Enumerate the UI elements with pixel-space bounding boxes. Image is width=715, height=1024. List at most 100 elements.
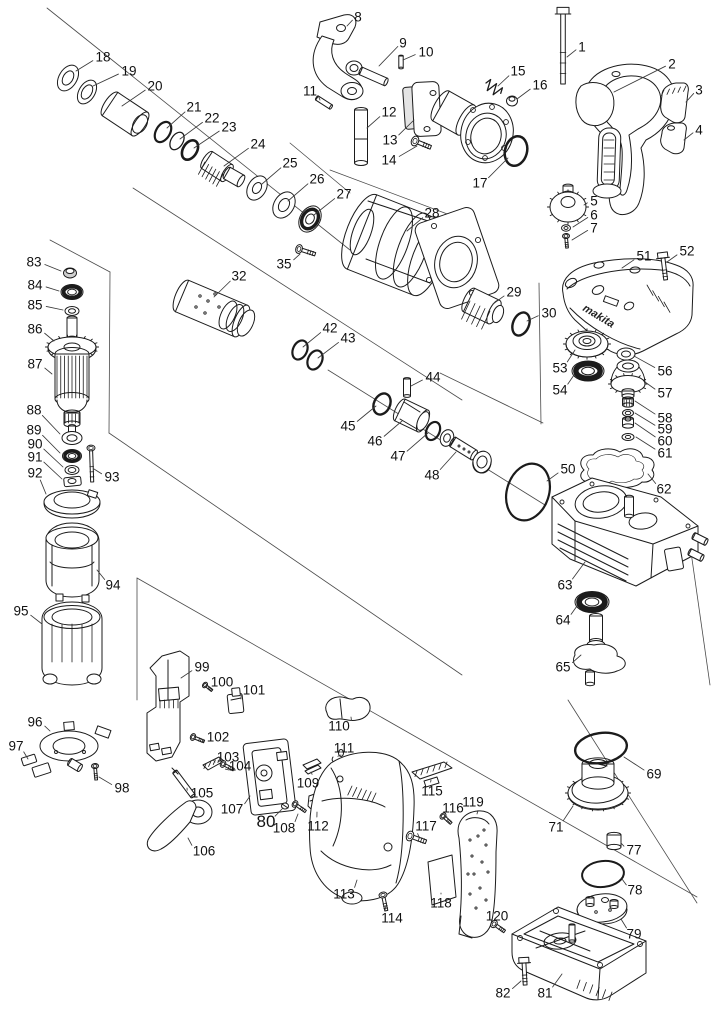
part-7-screw-head — [562, 232, 570, 240]
part-13-hole-b — [423, 126, 431, 132]
part-86-fan-tooth — [51, 352, 55, 356]
leader-line-81 — [552, 973, 563, 988]
part-63-rib-c — [557, 539, 629, 576]
leader-line-87 — [44, 367, 53, 375]
part-label-61: 61 — [657, 446, 672, 461]
part-24-threads-tick — [212, 171, 220, 185]
part-81-bore — [543, 932, 577, 950]
part-59-washer-inner — [624, 410, 632, 416]
part-84-bearing-core — [67, 288, 77, 296]
part-8-hole — [336, 24, 346, 32]
part-120-screw-thread — [501, 928, 505, 933]
leader-line-59 — [634, 412, 656, 426]
frame-line-4 — [538, 282, 542, 425]
part-81-stud-body — [568, 924, 576, 942]
part-57-gear-tooth — [631, 373, 633, 377]
part-14-screw-thread — [427, 143, 430, 150]
part-57-gear-disc — [610, 375, 646, 393]
part-13-hole-a — [429, 90, 437, 96]
part-104-screw-head-dome — [221, 761, 225, 767]
part-97-clip — [20, 753, 38, 767]
part-84-bearing-band — [61, 284, 83, 300]
leader-line-109 — [310, 771, 313, 775]
part-102-screw-thread — [198, 737, 201, 742]
part-91-insulator — [63, 475, 82, 488]
part-116-screw-thread — [448, 820, 452, 824]
part-20-bore — [131, 114, 149, 134]
part-label-57: 57 — [657, 386, 672, 401]
part-24-threads-tick — [208, 168, 217, 182]
part-8-hub — [340, 82, 364, 100]
part-119-texture-dot — [474, 906, 478, 910]
part-90-washer-inner — [67, 467, 77, 473]
part-label-94: 94 — [105, 578, 121, 593]
part-51-hole-c — [564, 277, 578, 289]
part-53-rim-depth — [565, 343, 609, 358]
part-3-grip-lines-tick — [677, 86, 681, 93]
leader-line-10 — [402, 54, 416, 61]
part-label-9: 9 — [399, 36, 407, 51]
part-43-oring — [306, 349, 324, 371]
part-3-grip-lines-tick — [672, 87, 676, 94]
part-115-serrations-tick — [414, 770, 418, 778]
part-15-spring — [485, 78, 504, 96]
part-86-fan-tooth — [83, 335, 86, 339]
part-65-crank-pin-front — [585, 681, 595, 687]
part-61-washer-inner — [624, 434, 632, 440]
part-114-screw-thread — [383, 905, 388, 907]
part-113-vents-tick — [366, 791, 372, 802]
part-14-screw-thread — [424, 142, 428, 149]
part-label-47: 47 — [390, 449, 405, 464]
part-5-knob-tooth — [583, 214, 587, 217]
part-51-crown-line — [566, 268, 691, 290]
part-119-inner — [465, 817, 490, 825]
part-label-5: 5 — [590, 194, 598, 209]
part-9-eye — [345, 60, 363, 76]
part-79-dimples-dot — [594, 910, 598, 914]
part-53-gear-tooth — [564, 337, 569, 340]
part-label-87: 87 — [27, 357, 42, 372]
part-label-15: 15 — [510, 64, 525, 79]
part-106-lever-grip — [146, 800, 197, 852]
part-46-slot-a — [403, 401, 421, 413]
leader-line-83 — [44, 264, 62, 272]
part-86-fan-tooth — [89, 352, 93, 356]
part-48-dimples-dot — [457, 444, 461, 448]
part-98-screw-head-dome — [92, 764, 98, 768]
part-48-dimples-dot — [467, 450, 471, 454]
part-30-oring — [511, 311, 531, 337]
part-79-dimples-dot — [608, 908, 612, 912]
part-81-bosses-dot — [637, 941, 643, 947]
leader-line-96 — [44, 725, 51, 732]
part-label-118: 118 — [430, 896, 452, 911]
leader-line-100 — [207, 685, 210, 689]
leader-line-113 — [354, 879, 358, 888]
part-53-hub — [578, 335, 596, 347]
part-100-screw-thread — [209, 688, 213, 692]
part-63-bosses-dot — [559, 499, 565, 505]
part-label-27: 27 — [336, 187, 351, 202]
part-104-screw-thread — [229, 766, 232, 770]
part-119-texture-dot — [482, 828, 486, 832]
part-81-grill-tick — [576, 979, 581, 989]
part-9-eye-bore — [349, 64, 359, 72]
leader-line-108 — [294, 813, 299, 823]
leader-line-19 — [92, 73, 119, 87]
leader-line-99 — [180, 670, 193, 679]
part-13-bolt-holes-dot — [503, 119, 509, 125]
part-29-nose — [491, 304, 505, 324]
part-20-sleeve-front — [130, 111, 150, 137]
part-63-stud-body — [624, 496, 634, 517]
part-53-gear-tooth — [601, 332, 605, 336]
part-46-slot-b — [399, 418, 418, 430]
part-101-button — [231, 687, 241, 697]
frame-line-1 — [132, 187, 463, 401]
leader-line-94 — [96, 569, 106, 580]
part-80-slot — [281, 803, 289, 809]
leader-line-4 — [683, 132, 694, 141]
part-111-pin — [338, 749, 344, 757]
part-104-screw-thread — [227, 765, 231, 769]
part-label-97: 97 — [8, 739, 23, 754]
part-label-86: 86 — [27, 322, 42, 337]
leader-line-98 — [98, 776, 113, 785]
